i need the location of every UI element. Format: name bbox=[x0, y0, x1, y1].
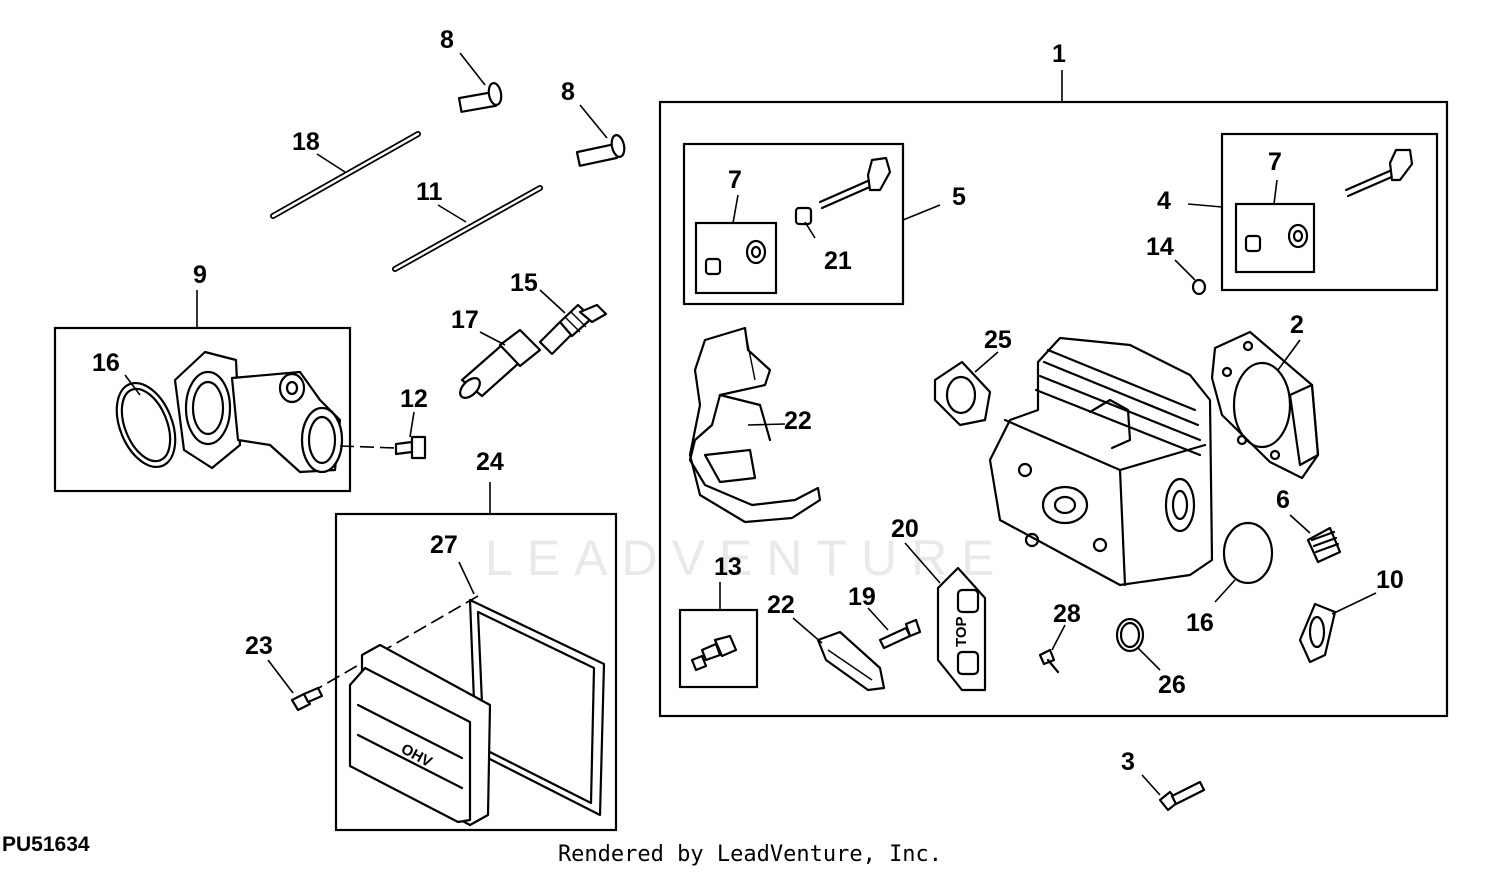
callout-25: 25 bbox=[984, 326, 1012, 354]
intake-manifold-kit-box bbox=[53, 326, 352, 493]
callout-11: 11 bbox=[416, 178, 443, 206]
guide-plate-part-22 bbox=[816, 630, 886, 692]
callout-7-left: 7 bbox=[728, 166, 742, 194]
callout-21: 21 bbox=[824, 247, 852, 275]
sleeve-part-17 bbox=[459, 328, 542, 399]
callout-8-upper: 8 bbox=[440, 26, 454, 54]
callout-27: 27 bbox=[430, 531, 458, 559]
cylinder-head-part bbox=[988, 336, 1214, 587]
valve-cover-part: OHV bbox=[348, 643, 492, 827]
tappet-part-upper bbox=[457, 82, 503, 113]
exhaust-valve-part bbox=[1344, 148, 1414, 198]
callout-9: 9 bbox=[193, 261, 207, 289]
callout-13: 13 bbox=[714, 553, 742, 581]
bolt-part-23 bbox=[290, 686, 324, 712]
valve-spring-part-6 bbox=[1306, 526, 1342, 564]
callout-10: 10 bbox=[1376, 566, 1404, 594]
callout-16-left: 16 bbox=[92, 349, 120, 377]
spark-plug-part-15 bbox=[538, 303, 608, 356]
callout-3: 3 bbox=[1121, 748, 1135, 776]
assembly-line-23 bbox=[309, 595, 479, 694]
bolt-part-12 bbox=[394, 435, 427, 460]
callout-22-upper: 22 bbox=[784, 407, 812, 435]
callout-1: 1 bbox=[1052, 40, 1066, 68]
screw-kit-box bbox=[678, 608, 759, 689]
screw-kit-part-13 bbox=[690, 634, 738, 672]
valve-cover-kit-box bbox=[334, 512, 618, 832]
callout-15: 15 bbox=[510, 269, 538, 297]
valve-seal-part-21 bbox=[794, 206, 813, 226]
callout-7-right: 7 bbox=[1268, 148, 1282, 176]
plate-part-20: TOP bbox=[936, 566, 987, 692]
callout-17: 17 bbox=[451, 306, 479, 334]
callout-14: 14 bbox=[1146, 233, 1174, 261]
callout-16-right: 16 bbox=[1186, 609, 1214, 637]
exhaust-valve-kit-box bbox=[1220, 132, 1439, 292]
keepers-right bbox=[1244, 223, 1309, 253]
callout-19: 19 bbox=[848, 583, 876, 611]
head-gasket-part-2 bbox=[1210, 330, 1320, 480]
screw-part-28 bbox=[1038, 648, 1060, 674]
callout-12: 12 bbox=[400, 385, 428, 413]
ring-part-26 bbox=[1115, 617, 1145, 653]
callout-23: 23 bbox=[245, 632, 273, 660]
tappet-part-lower bbox=[575, 134, 626, 167]
callout-4: 4 bbox=[1157, 187, 1171, 215]
gasket-part-25 bbox=[933, 360, 992, 427]
gasket-part-10 bbox=[1298, 602, 1337, 664]
valve-keeper-kit-box-left bbox=[694, 221, 778, 295]
intake-manifold-part-9 bbox=[115, 350, 396, 474]
bolt-part-3 bbox=[1158, 780, 1206, 812]
intake-valve-part bbox=[818, 156, 892, 210]
push-rod-part-11 bbox=[392, 185, 543, 272]
keepers-left bbox=[704, 239, 767, 276]
intake-valve-kit-box bbox=[682, 142, 905, 306]
figure-code: PU51634 bbox=[2, 833, 90, 856]
o-ring-part-16-right bbox=[1222, 521, 1274, 585]
callout-5: 5 bbox=[952, 183, 966, 211]
leader-lines bbox=[124, 52, 1377, 796]
stud-part-19 bbox=[878, 618, 922, 650]
callout-8-lower: 8 bbox=[561, 78, 575, 106]
callout-6: 6 bbox=[1276, 486, 1290, 514]
part-14 bbox=[1191, 278, 1207, 296]
air-guide-part-22 bbox=[688, 326, 822, 524]
callout-2: 2 bbox=[1290, 311, 1304, 339]
render-credit: Rendered by LeadVenture, Inc. bbox=[557, 842, 943, 867]
callout-labels: 1 2 3 4 5 6 7 7 8 8 9 10 11 12 13 14 15 … bbox=[92, 26, 1404, 776]
watermark-text: LEADVENTURE bbox=[485, 530, 1009, 586]
callout-20: 20 bbox=[891, 515, 919, 543]
push-rod-part-18 bbox=[270, 131, 421, 219]
callout-26: 26 bbox=[1158, 671, 1186, 699]
top-embossed-text: TOP bbox=[953, 616, 970, 647]
cylinder-head-assembly-box bbox=[658, 100, 1449, 718]
callout-18: 18 bbox=[292, 128, 320, 156]
valve-keeper-kit-box-right bbox=[1234, 202, 1316, 274]
callout-28: 28 bbox=[1053, 600, 1081, 628]
callout-22-lower: 22 bbox=[767, 591, 795, 619]
callout-24: 24 bbox=[476, 448, 504, 476]
